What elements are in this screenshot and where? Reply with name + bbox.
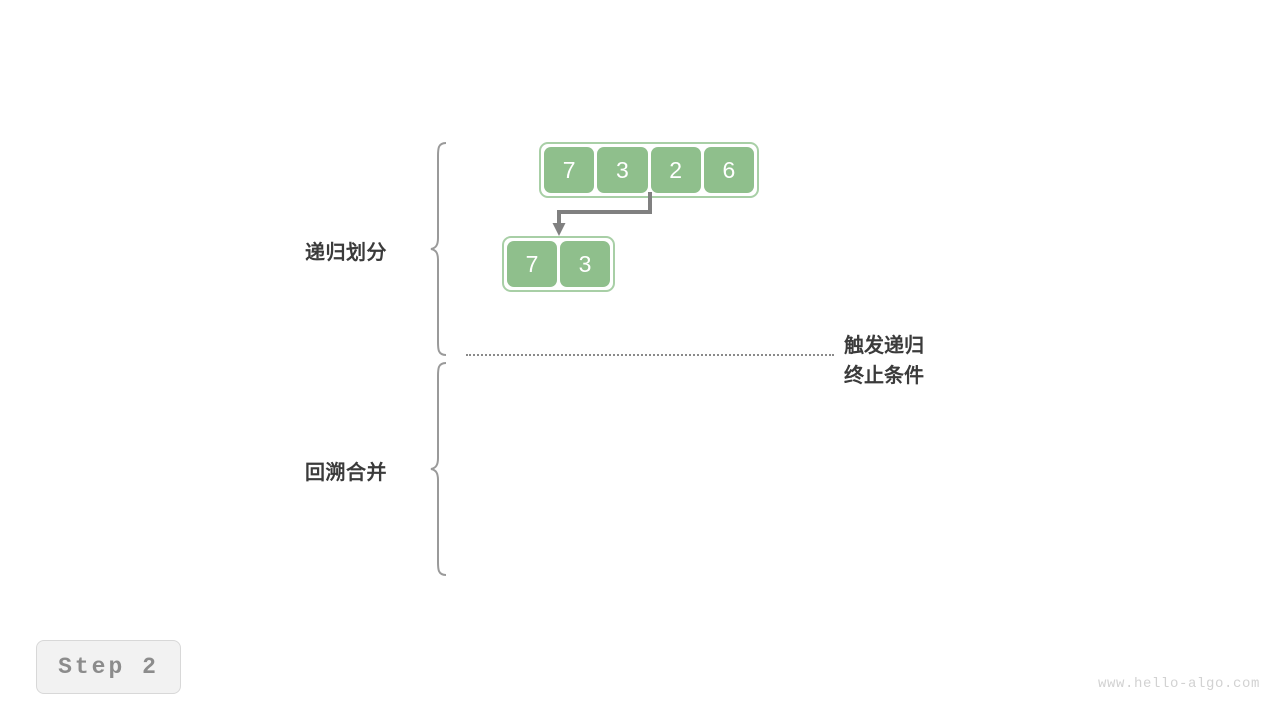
array-cell: 7 bbox=[544, 147, 595, 193]
array-left-half: 7 3 bbox=[502, 236, 615, 292]
array-cell: 3 bbox=[560, 241, 610, 287]
termination-note-line1: 触发递归 bbox=[844, 335, 924, 357]
brace-merge-phase bbox=[430, 362, 447, 576]
split-arrow-icon bbox=[552, 192, 652, 236]
recursion-boundary-divider bbox=[466, 354, 834, 356]
termination-note-line2: 终止条件 bbox=[844, 365, 924, 387]
phase-label-merge: 回溯合并 bbox=[305, 462, 387, 484]
array-cell: 2 bbox=[650, 147, 701, 193]
step-badge: Step 2 bbox=[36, 640, 181, 694]
termination-note: 触发递归 终止条件 bbox=[844, 331, 924, 391]
array-cell: 3 bbox=[597, 147, 648, 193]
array-cell: 7 bbox=[507, 241, 557, 287]
phase-label-divide: 递归划分 bbox=[305, 242, 387, 264]
array-original: 7 3 2 6 bbox=[539, 142, 759, 198]
brace-divide-phase bbox=[430, 142, 447, 356]
watermark: www.hello-algo.com bbox=[1097, 676, 1260, 692]
array-cell: 6 bbox=[703, 147, 754, 193]
